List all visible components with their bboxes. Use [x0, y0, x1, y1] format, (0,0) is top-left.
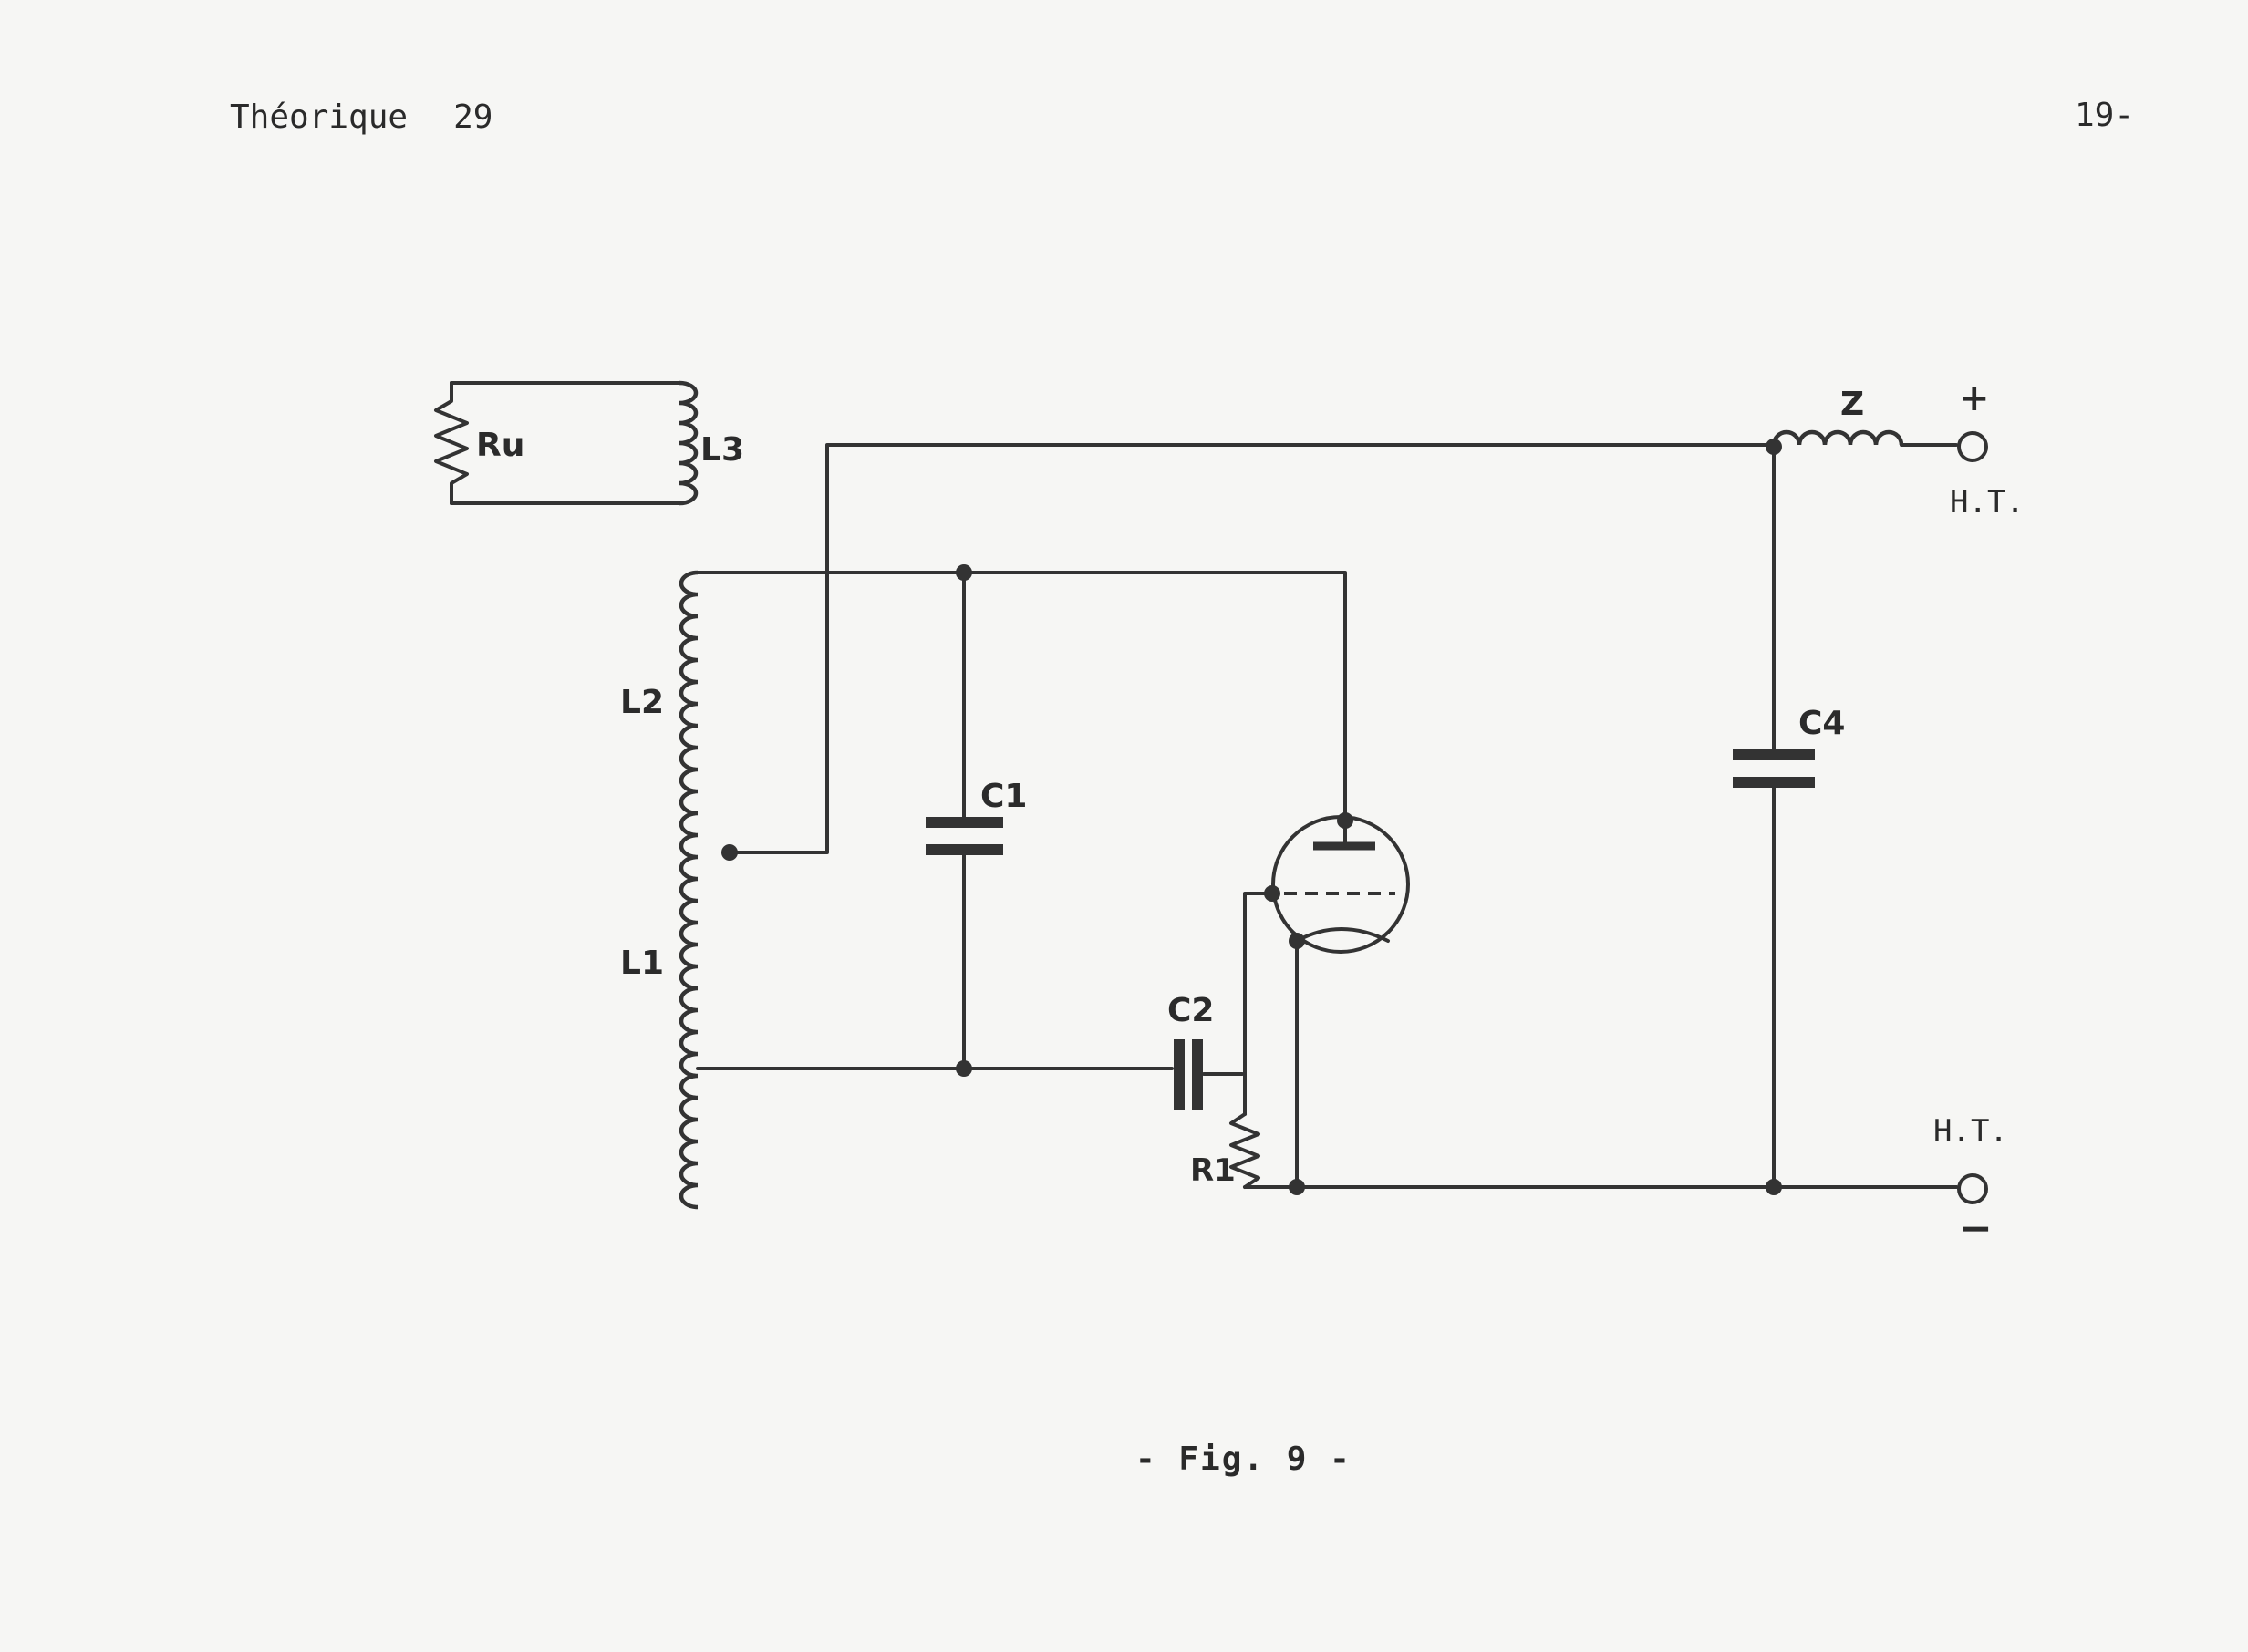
junction-dot [1766, 1179, 1782, 1195]
vacuum-tube-envelope [1271, 815, 1410, 954]
label-ht-bottom: H.T. [1933, 1113, 2008, 1150]
grid-lead [1243, 892, 1274, 1116]
label-ru: Ru [476, 427, 524, 464]
tap-wire [728, 443, 1776, 854]
label-c1: C1 [980, 778, 1027, 815]
junction-dot [1289, 933, 1305, 949]
junction-dot [1766, 439, 1782, 455]
z-choke [1771, 429, 1904, 446]
l3-coil [679, 380, 699, 506]
l2-l1-coil [679, 570, 699, 1210]
figure-caption: - Fig. 9 - [1135, 1440, 1352, 1478]
folio-number: 19- [2075, 97, 2135, 134]
label-z: Z [1840, 386, 1864, 423]
junction-dot [956, 564, 972, 581]
label-c4: C4 [1798, 705, 1845, 742]
ru-resistor [434, 381, 469, 505]
label-c2: C2 [1167, 992, 1214, 1029]
label-r1: R1 [1190, 1152, 1236, 1189]
label-minus: − [1959, 1205, 1993, 1252]
label-l1: L1 [620, 945, 664, 982]
r1-resistor [1229, 1112, 1260, 1189]
junction-dot [721, 844, 738, 861]
junction-dot [1289, 1179, 1305, 1195]
label-ht-top: H.T. [1950, 484, 2025, 521]
label-l3: L3 [700, 431, 744, 469]
ru-loop-wire [450, 381, 681, 505]
ht-minus-terminal[interactable] [1957, 1173, 1988, 1204]
plate-wire [696, 571, 1347, 818]
junction-dot [956, 1060, 972, 1077]
label-l2: L2 [620, 684, 664, 721]
junction-dot [1264, 885, 1280, 902]
header-title: Théorique [230, 98, 409, 136]
ht-plus-terminal[interactable] [1957, 431, 1988, 462]
junction-dot [1337, 812, 1353, 829]
page-header: Théorique 29 [230, 98, 538, 136]
header-page-number: 29 [453, 98, 493, 136]
tube-cathode [1295, 927, 1390, 943]
label-plus: + [1959, 377, 1990, 419]
